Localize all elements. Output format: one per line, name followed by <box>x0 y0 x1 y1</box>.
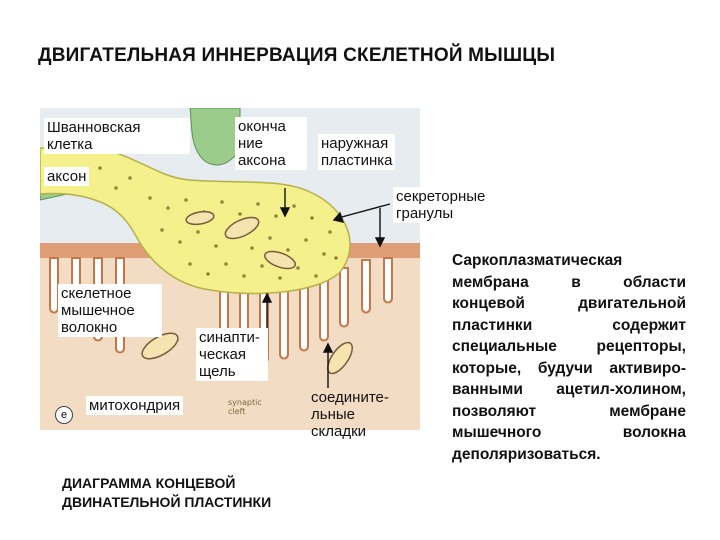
mitochondrion-label: митохондрия <box>86 396 184 415</box>
outer-lamina-label: наружная пластинка <box>318 134 396 170</box>
page-title: ДВИГАТЕЛЬНАЯ ИННЕРВАЦИЯ СКЕЛЕТНОЙ МЫШЦЫ <box>38 45 556 66</box>
axon-label: аксон <box>44 167 90 186</box>
junctional-folds-label: соедините- льные складки <box>311 389 389 440</box>
muscle-mitochondria <box>141 332 353 375</box>
secretory-granules-label: секреторные гранулы <box>393 187 489 223</box>
terminal-mitochondria <box>185 210 296 270</box>
skeletal-fiber-label: скелетное мышечное волокно <box>58 284 162 337</box>
description-text: Саркоплазматическая мембрана в области к… <box>452 252 686 463</box>
axon-terminal-label: оконча ние аксона <box>235 117 307 170</box>
synaptic-cleft-label: синапти- ческая щель <box>196 328 268 381</box>
panel-letter-badge: e <box>55 406 73 424</box>
synaptic-cleft-en-tag: synaptic cleft <box>228 398 262 416</box>
diagram-caption: ДИАГРАММА КОНЦЕВОЙ ДВИНАТЕЛЬНОЙ ПЛАСТИНК… <box>62 475 272 510</box>
schwann-cell-label: Шванновская клетка <box>44 118 190 154</box>
pointer-arrows <box>261 188 391 388</box>
